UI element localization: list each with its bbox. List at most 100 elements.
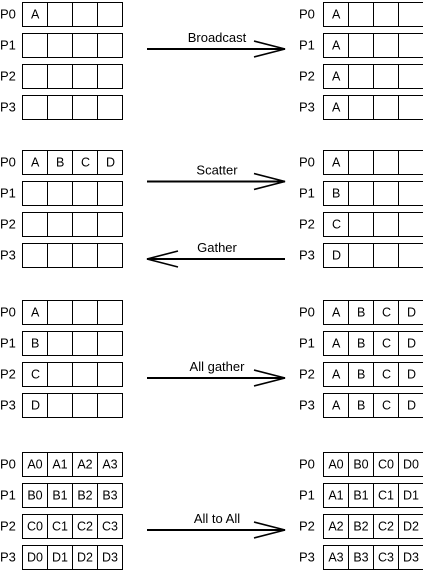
process-label: P1 (299, 336, 315, 351)
operation-label: All to All (194, 511, 240, 526)
buffer-cell (72, 393, 98, 418)
cell-value: D (407, 399, 416, 413)
buffer-cell (22, 33, 48, 58)
buffer-cell (97, 452, 123, 477)
cell-value: A2 (77, 458, 92, 472)
cell-value: B (357, 337, 365, 351)
buffer-cell (72, 33, 98, 58)
buffer-cell (22, 181, 48, 206)
buffer-cell (398, 181, 423, 206)
process-label: P3 (0, 398, 16, 413)
process-label: P0 (299, 7, 315, 22)
operation-label: Broadcast (188, 30, 247, 45)
buffer-cell (47, 243, 73, 268)
cell-value: D3 (102, 551, 118, 565)
buffer-cell (72, 212, 98, 237)
cell-value: B (332, 187, 340, 201)
buffer-cell (348, 150, 374, 175)
process-label: P0 (0, 7, 16, 22)
cell-value: C (81, 156, 90, 170)
buffer-cell (348, 64, 374, 89)
buffer-cell (97, 33, 123, 58)
buffer-cell (97, 362, 123, 387)
cell-value: C1 (52, 520, 68, 534)
process-label: P2 (299, 217, 315, 232)
buffer-cell (348, 181, 374, 206)
cell-value: A3 (102, 458, 117, 472)
buffer-cell (97, 181, 123, 206)
buffer-cell (398, 331, 423, 356)
buffer-cell (398, 300, 423, 325)
buffer-cell (348, 212, 374, 237)
cell-value: A (332, 306, 341, 320)
cell-value: B (357, 368, 365, 382)
buffer-cell (97, 64, 123, 89)
cell-value: D1 (403, 489, 419, 503)
operation-label: Gather (197, 240, 237, 255)
buffer-cell (398, 2, 423, 27)
cell-value: C (382, 337, 391, 351)
buffer-cell (22, 243, 48, 268)
process-label: P2 (299, 367, 315, 382)
cell-value: A (332, 337, 341, 351)
arrow-right: All to All (147, 511, 286, 539)
buffer-cell (398, 212, 423, 237)
buffer-cell (398, 150, 423, 175)
buffer-cell (72, 300, 98, 325)
buffer-cell (373, 243, 399, 268)
arrow-right: Broadcast (147, 30, 286, 58)
buffer-cell (47, 212, 73, 237)
buffer-cell (72, 95, 98, 120)
buffer-cell (373, 2, 399, 27)
buffer-cell (97, 393, 123, 418)
process-label: P2 (0, 69, 16, 84)
process-label: P1 (299, 186, 315, 201)
process-label: P1 (0, 186, 16, 201)
buffer-cell (47, 331, 73, 356)
buffer-cell (72, 181, 98, 206)
cell-value: B (357, 399, 365, 413)
process-label: P2 (0, 217, 16, 232)
cell-value: B0 (353, 458, 368, 472)
cell-value: A (332, 156, 341, 170)
buffer-cell (47, 393, 73, 418)
process-label: P2 (0, 367, 16, 382)
process-label: P3 (299, 398, 315, 413)
buffer-cell (22, 212, 48, 237)
cell-value: D (407, 368, 416, 382)
cell-value: C0 (27, 520, 43, 534)
cell-value: A3 (328, 551, 343, 565)
cell-value: C3 (378, 551, 394, 565)
buffer-cell (97, 212, 123, 237)
buffer-cell (97, 243, 123, 268)
process-label: P3 (0, 248, 16, 263)
operation-label: Scatter (196, 163, 238, 178)
cell-value: D2 (77, 551, 93, 565)
cell-value: A (332, 399, 341, 413)
cell-value: A0 (328, 458, 343, 472)
buffer-cell (47, 362, 73, 387)
buffer-cell (97, 150, 123, 175)
cell-value: D (106, 156, 115, 170)
cell-value: B1 (353, 489, 368, 503)
buffer-cell (373, 33, 399, 58)
buffer-cell (72, 2, 98, 27)
buffer-cell (373, 64, 399, 89)
buffer-cell (348, 33, 374, 58)
buffer-cell (47, 181, 73, 206)
buffer-cell (72, 362, 98, 387)
cell-value: B2 (353, 520, 368, 534)
process-label: P1 (299, 488, 315, 503)
buffer-cell (398, 393, 423, 418)
cell-value: A (332, 368, 341, 382)
cell-value: D (31, 399, 40, 413)
arrow-left: Gather (146, 240, 285, 268)
